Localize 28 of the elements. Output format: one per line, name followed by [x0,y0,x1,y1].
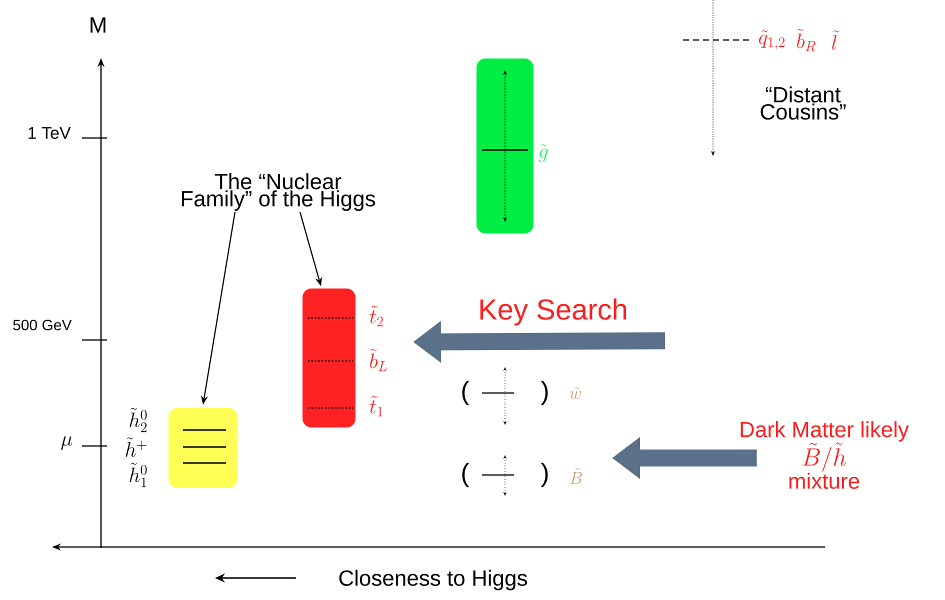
level-box [168,408,238,488]
particle-label: $\tilde{t}_2$ [370,306,383,326]
bracket: ) [540,380,548,406]
tick-label: 500 GeV [13,320,72,330]
particle-label: $\tilde{g}$ [538,144,548,162]
dark-matter-label: Dark Matter likely $\tilde{B}/\tilde{h}$ mixture [740,421,909,489]
particle-label: $\tilde{B}$ [570,468,582,484]
search-label: Key Search [480,298,626,326]
particle-label: $\tilde{l}$ [832,30,840,50]
tick-label: $\mu$ [61,436,72,450]
particle-label: $\tilde{b}_L$ [370,348,387,372]
axis-title: Closeness to Higgs [339,570,527,590]
particle-label: $\tilde{t}_1$ [370,396,382,416]
tick-label: 1 TeV [28,127,71,139]
note-text: “Distant Cousins” [760,86,846,120]
axis-title: M [90,17,106,33]
particle-label: $\tilde{w}$ [570,387,581,399]
level-box [302,288,356,428]
particle-label: $\tilde{h}^0_1$ [130,462,147,488]
caption-text: The “Nuclear Family” of the Higgs [182,173,376,211]
particle-label: $\tilde{q}_{1,2}$ [759,30,785,50]
particle-label: $\tilde{h}^0_2$ [130,408,147,432]
bracket: ( [462,462,470,488]
level-box [476,58,534,234]
bracket: ) [540,462,548,488]
bracket: ( [462,380,470,406]
particle-label: $\tilde{b}_R$ [797,28,816,52]
particle-label: $\tilde{h}^+$ [126,437,147,457]
